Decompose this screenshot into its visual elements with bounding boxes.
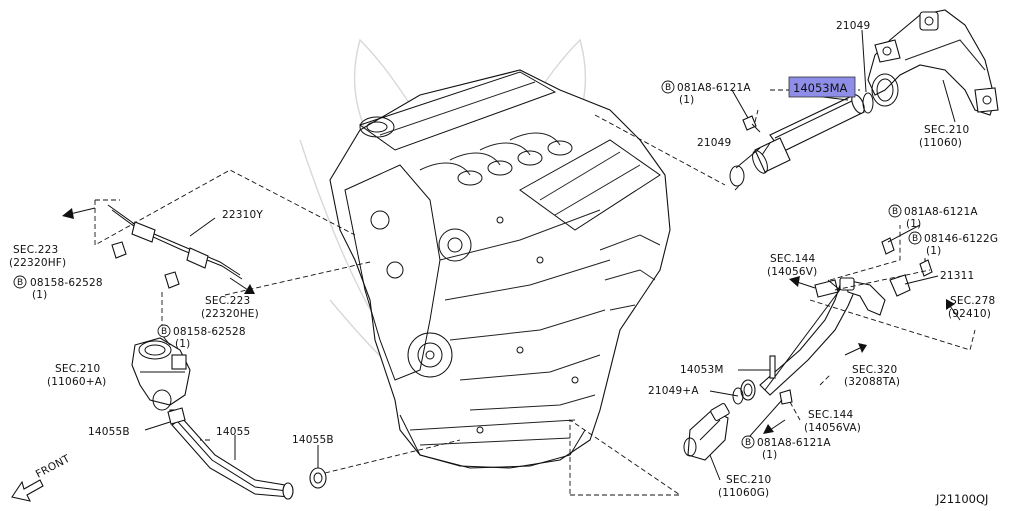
pipe-14053MA [752,94,865,174]
front-label: FRONT [34,453,73,481]
label-bolt-qty-08158-left: (1) [32,289,47,301]
label-sec210-bottom-code: (11060G) [718,487,769,499]
label-sec223-left: SEC.223 [13,244,58,256]
label-bolt-qty-top: (1) [679,94,694,106]
gasket-21049-mid [729,165,745,187]
label-sec210-left-code: (11060+A) [47,376,106,388]
bolt-marker-letter: B [665,83,671,93]
label-bolt-08158-62528-left: 08158-62528 [30,277,103,289]
label-bolt-08146-6122G: 08146-6122G [924,233,998,245]
label-21311: 21311 [940,270,974,282]
label-sec320: SEC.320 [852,364,897,376]
water-inlet-bottom [683,402,730,461]
bolt-marker-icon [13,275,27,289]
hose-14055 [167,407,327,500]
bolt-marker-icon [157,324,171,338]
highlight-14053MA [788,76,856,98]
label-sec223-right-code: (22320HE) [201,308,259,320]
thermostat-housing-left [131,337,191,419]
label-14053M: 14053M [680,364,724,376]
water-outlet-top-right [867,9,999,116]
dashed-guide-lines [94,89,976,496]
label-sec144-top-code: (14056V) [767,266,817,278]
label-21049-top: 21049 [836,20,870,32]
gasket-21049-top [862,92,874,114]
bolt-081A8-top [742,115,761,133]
label-bolt-qty-bottom: (1) [762,449,777,461]
bolt-marker-icon [908,231,922,245]
harness-22310Y [107,204,243,289]
label-14055B-left: 14055B [88,426,130,438]
water-hose-assembly-right [732,237,933,405]
label-14055B-right: 14055B [292,434,334,446]
label-sec210-top: SEC.210 [924,124,969,136]
label-bolt-081A8-6121A-bottom: 081A8-6121A [757,437,831,449]
bolt-marker-icon [741,435,755,449]
label-22310Y: 22310Y [222,209,263,221]
callout-labels: 21049 14053MA B 081A8-6121A (1) 21049 SE… [9,20,998,506]
label-sec223-left-code: (22320HF) [9,257,66,269]
label-21049-mid: 21049 [697,137,731,149]
diagram-code: J21100QJ [935,492,988,506]
leader-lines [144,29,956,481]
bolt-marker-letter: B [745,438,751,448]
engine-assembly [329,69,671,469]
bolt-marker-icon [888,204,902,218]
bolt-marker-letter: B [161,327,167,337]
bolt-marker-letter: B [17,278,23,288]
label-sec210-top-code: (11060) [919,137,962,149]
label-sec320-code: (32088TA) [844,376,900,388]
bolt-marker-letter: B [892,207,898,217]
label-14055: 14055 [216,426,250,438]
bolt-marker-letter: B [912,234,918,244]
label-bolt-081A8-6121A-top: 081A8-6121A [677,82,751,94]
direction-arrows [62,207,961,434]
label-sec278-code: (92410) [948,308,991,320]
front-indicator: FRONT [11,453,73,502]
bolt-marker-icon [661,80,675,94]
label-bolt-qty-08146: (1) [926,245,941,257]
label-21049A: 21049+A [648,385,699,397]
label-sec144-bottom: SEC.144 [808,409,854,421]
label-sec210-left: SEC.210 [55,363,100,375]
label-bolt-081A8-6121A-right: 081A8-6121A [904,206,978,218]
label-sec210-bottom: SEC.210 [726,474,771,486]
label-bolt-qty-right: (1) [906,218,921,230]
label-sec278: SEC.278 [950,295,995,307]
label-14053MA[interactable]: 14053MA [793,81,848,95]
label-bolt-08158-62528-mid: 08158-62528 [173,326,246,338]
label-sec144-bottom-code: (14056VA) [804,422,861,434]
label-bolt-qty-08158-mid: (1) [175,338,190,350]
label-sec223-right: SEC.223 [205,295,250,307]
label-sec144-top: SEC.144 [770,253,816,265]
